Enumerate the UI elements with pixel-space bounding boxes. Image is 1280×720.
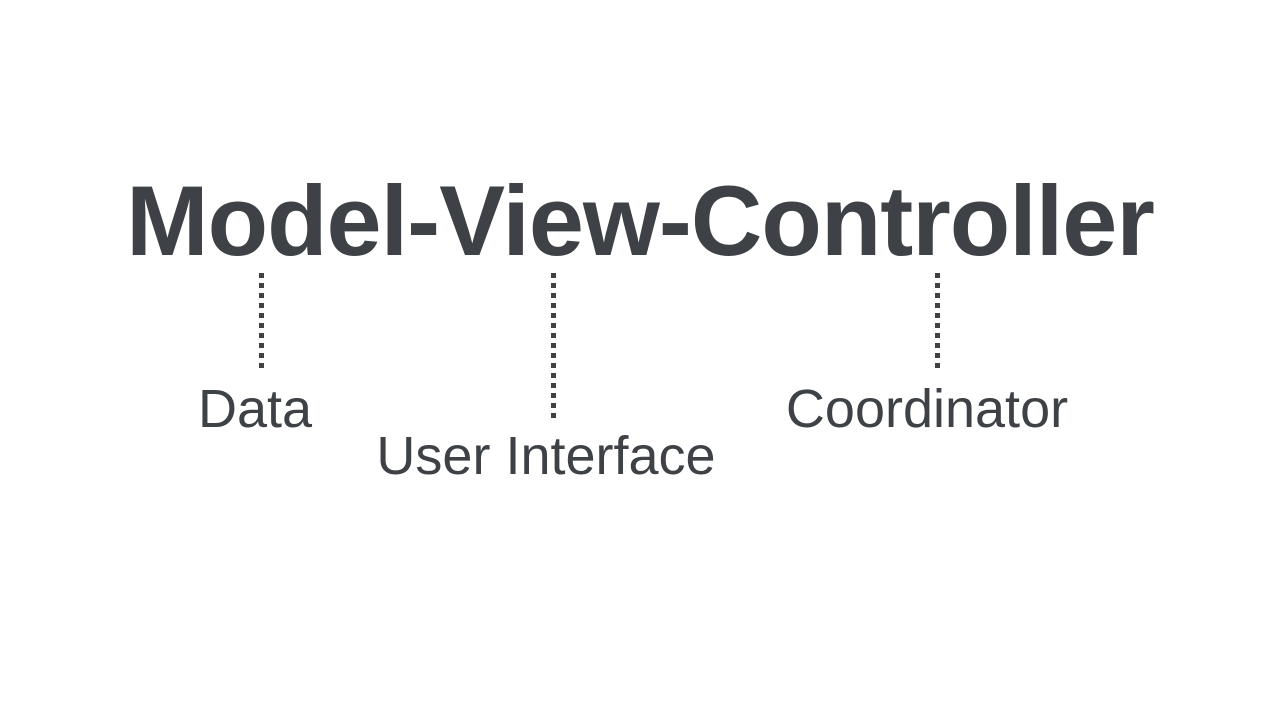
- diagram-title: Model-View-Controller: [126, 165, 1155, 276]
- annotation-label-controller: Coordinator: [785, 379, 1069, 439]
- dotted-connector-view: [551, 273, 556, 419]
- annotation-label-view: User Interface: [376, 426, 716, 486]
- dotted-connector-model: [259, 273, 264, 370]
- annotation-label-model: Data: [197, 379, 313, 439]
- dotted-connector-controller: [935, 273, 940, 371]
